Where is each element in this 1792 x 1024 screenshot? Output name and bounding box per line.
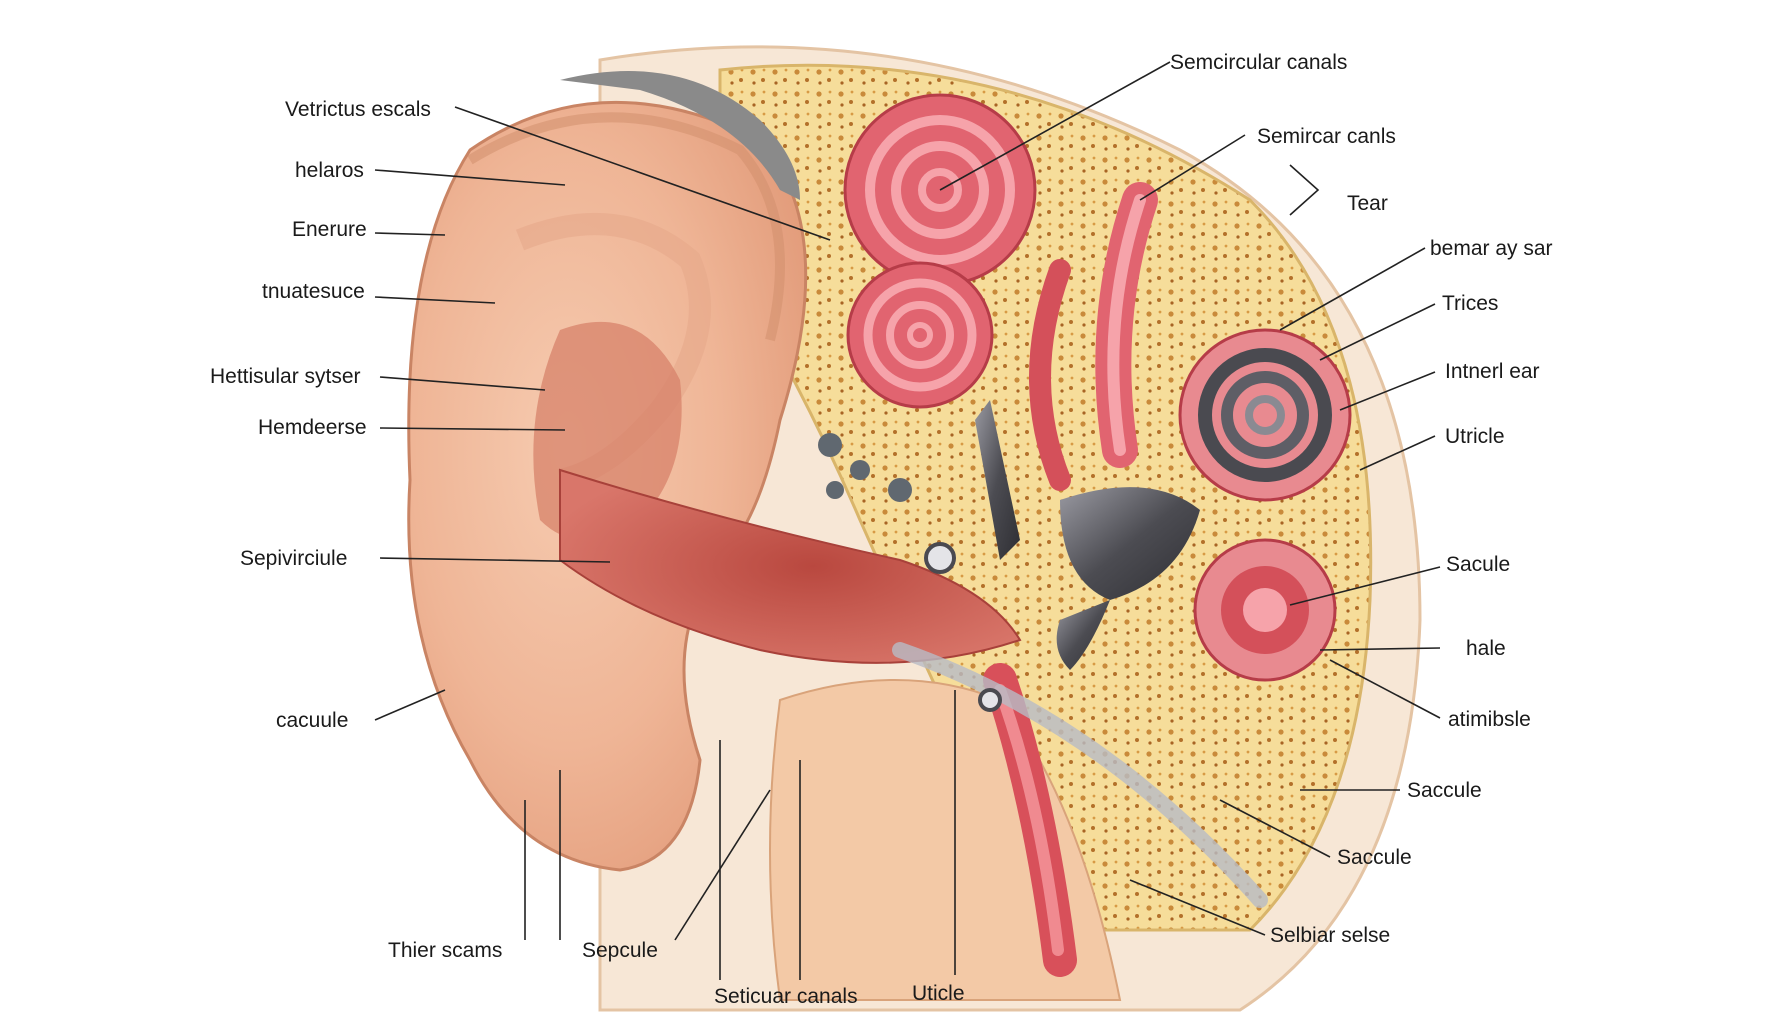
label-right-7: Sacule <box>1446 553 1511 576</box>
hair <box>560 71 800 200</box>
ear-canal <box>559 468 1022 664</box>
label-right-4: Trices <box>1442 292 1499 315</box>
inner-canal <box>1029 259 1071 491</box>
label-right-5: Intnerl ear <box>1445 360 1540 383</box>
label-bottom-1: Sepcule <box>582 939 658 962</box>
label-right-2: Tear <box>1347 192 1388 215</box>
label-left-2: Enerure <box>292 218 367 241</box>
label-right-8: hale <box>1466 637 1506 660</box>
leader-lines <box>374 61 1441 980</box>
label-left-4: Hettisular sytser <box>210 365 361 388</box>
label-bottom-3: Uticle <box>912 982 965 1005</box>
label-right-3: bemar ay sar <box>1430 237 1553 260</box>
label-bottom-2: Seticuar canals <box>714 985 858 1008</box>
ossicle-stirrup <box>1056 600 1110 670</box>
label-left-7: cacuule <box>276 709 349 732</box>
label-right-10: Saccule <box>1407 779 1482 802</box>
label-right-12: Selbiar selse <box>1270 924 1391 947</box>
label-right-1: Semircar canls <box>1257 125 1396 148</box>
label-right-6: Utricle <box>1445 425 1505 448</box>
label-left-0: Vetrictus escals <box>285 98 431 121</box>
eardrum <box>924 542 956 574</box>
label-bottom-0: Thier scams <box>388 939 503 962</box>
label-right-9: atimibsle <box>1448 708 1531 731</box>
label-left-3: tnuatesuce <box>262 280 365 303</box>
label-right-0: Semcircular canals <box>1170 51 1348 74</box>
ossicle-hammer <box>975 400 1020 560</box>
helix-rim <box>467 112 785 342</box>
label-left-5: Hemdeerse <box>258 416 367 439</box>
label-right-11: Saccule <box>1337 846 1412 869</box>
ossicle-anvil <box>1060 487 1200 600</box>
label-left-1: helaros <box>295 159 364 182</box>
label-left-6: Sepivirciule <box>240 547 348 570</box>
vessel-highlight <box>994 684 1064 956</box>
nerve-bundle <box>892 642 1268 908</box>
